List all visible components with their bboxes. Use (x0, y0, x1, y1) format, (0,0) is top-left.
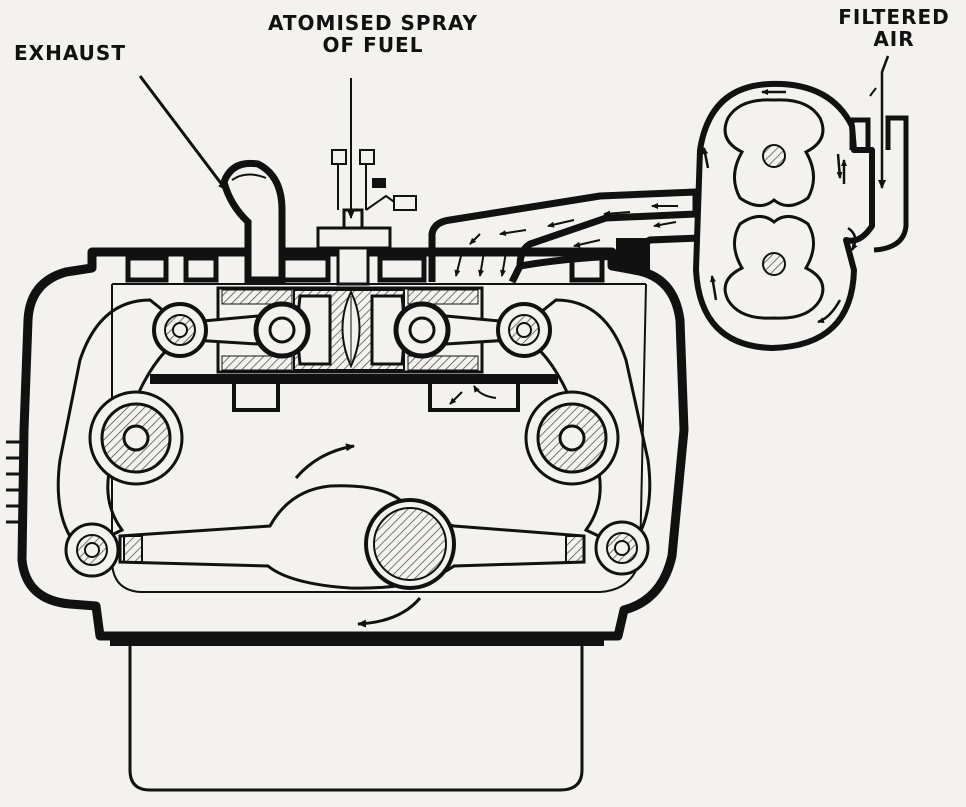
blower-rotor-top (723, 98, 825, 207)
duct-flow-arrows (454, 203, 678, 277)
exhaust-pointer (138, 75, 228, 191)
fuel-injector (316, 149, 417, 286)
lower-ports (232, 384, 520, 412)
label-air-line2: AIR (873, 27, 915, 51)
sump (128, 640, 584, 792)
rocker-pin-lower-right (594, 520, 650, 576)
crankshaft (364, 498, 456, 590)
rocker-pivot-main-right (524, 390, 620, 486)
inlet-flow-arrows (449, 385, 497, 405)
label-exhaust-text: EXHAUST (14, 41, 126, 65)
label-air-line1: FILTERED (838, 5, 950, 29)
label-filtered-air: FILTERED AIR (826, 6, 962, 50)
label-atomised-fuel: ATOMISED SPRAY OF FUEL (248, 12, 498, 56)
wrist-pin-left (253, 301, 311, 359)
rocker-pin-lower-left (64, 522, 120, 578)
lower-connecting-rod (118, 484, 586, 590)
rotation-arrow-bottom (357, 597, 422, 628)
label-fuel-line1: ATOMISED SPRAY (267, 11, 479, 35)
label-fuel-line2: OF FUEL (322, 33, 424, 57)
exhaust-pipe (220, 159, 286, 284)
cooling-fins (6, 440, 22, 524)
blower-flow-arrows (702, 89, 858, 324)
rotation-arrow-top (294, 443, 355, 479)
engine-block-outer (17, 247, 689, 641)
filtered-air-arrow (878, 55, 890, 189)
air-inlet-stub (849, 115, 909, 253)
rocker-pivot-upper-right (496, 302, 552, 358)
blower-rotor-bottom (723, 215, 825, 320)
label-exhaust: EXHAUST (14, 42, 126, 64)
wrist-pin-right (393, 301, 451, 359)
rocker-pivot-upper-left (152, 302, 208, 358)
rocker-pivot-main-left (88, 390, 184, 486)
